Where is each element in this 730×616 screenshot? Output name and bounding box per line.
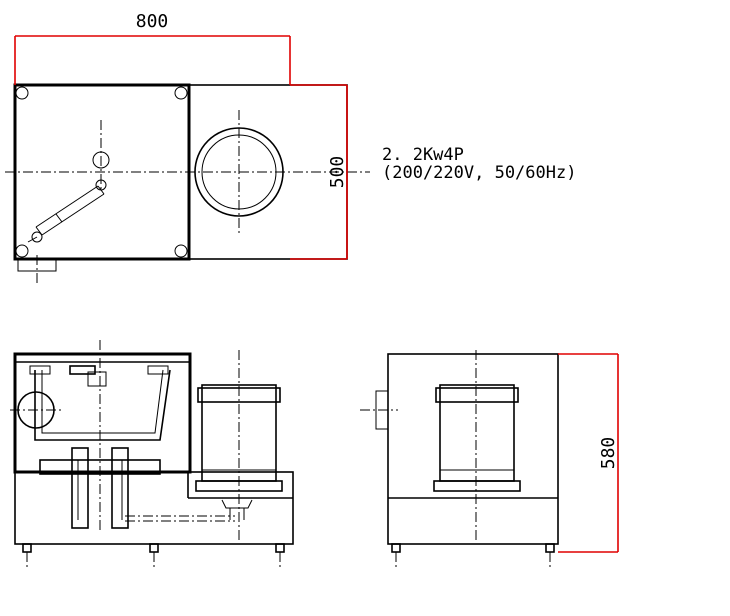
side-outline (387, 353, 559, 545)
dimension-depth: 500 (290, 84, 348, 260)
motor-side (433, 384, 521, 492)
basket (34, 369, 171, 441)
motor-circle-inner (201, 134, 277, 210)
diagonal-cylinder (27, 179, 107, 243)
corner-bolt (15, 244, 29, 258)
dimension-height: 580 (558, 353, 619, 553)
base-frame (14, 471, 294, 545)
corner-bolt (174, 86, 188, 100)
dimension-width-label: 800 (136, 11, 169, 32)
port-circle (92, 151, 110, 169)
dimension-height-label: 580 (598, 437, 619, 470)
front-view (10, 340, 294, 568)
corner-bolt (174, 244, 188, 258)
top-view (5, 83, 370, 285)
dimension-width: 800 (14, 11, 291, 85)
dimension-depth-label: 500 (327, 156, 348, 189)
motor-spec-line2: (200/220V, 50/60Hz) (382, 163, 576, 183)
motor-circle-outer (194, 127, 284, 217)
motor-spec-line1: 2. 2Kw4P (382, 145, 464, 165)
corner-bolt (15, 86, 29, 100)
side-view (360, 350, 559, 568)
